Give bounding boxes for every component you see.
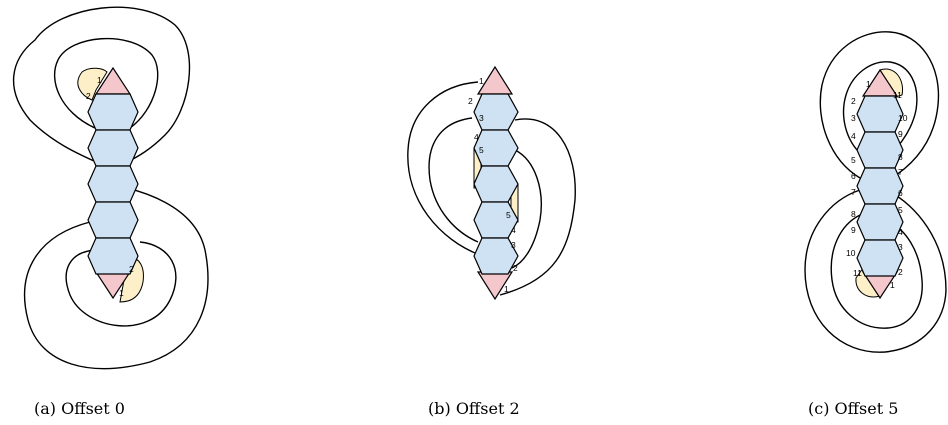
outer-curve-bottom bbox=[23, 184, 209, 370]
vertex-label: 10 bbox=[846, 248, 856, 258]
hexagon bbox=[856, 131, 904, 169]
hexagon bbox=[87, 165, 139, 203]
caption-a: (a) Offset 0 bbox=[34, 399, 125, 418]
vertex-label: 7 bbox=[898, 167, 903, 177]
vertex-label: 4 bbox=[511, 225, 516, 235]
inner-curve-right bbox=[511, 149, 542, 269]
hexagon bbox=[87, 201, 139, 239]
panel-c: 1 2 3 4 5 6 7 8 9 10 11 11 10 9 8 7 6 5 … bbox=[804, 31, 947, 418]
hexagon-chain bbox=[473, 93, 519, 275]
vertex-label: 5 bbox=[898, 205, 903, 215]
vertex-label: 3 bbox=[851, 113, 856, 123]
inner-curve-bottom bbox=[65, 241, 177, 327]
vertex-label: 11 bbox=[853, 268, 862, 278]
vertex-label: 9 bbox=[898, 129, 903, 139]
hexagon bbox=[856, 95, 904, 133]
vertex-label: 4 bbox=[474, 132, 479, 142]
hexagon-chain bbox=[856, 95, 904, 277]
hexagon-chain bbox=[87, 93, 139, 275]
panel-a: 1 2 2 1 (a) Offset 0 bbox=[12, 6, 209, 418]
vertex-label: 6 bbox=[851, 171, 856, 181]
vertex-label: 2 bbox=[86, 91, 91, 101]
vertex-label: 1 bbox=[97, 75, 102, 85]
outer-curve-right bbox=[499, 118, 576, 296]
vertex-label: 9 bbox=[851, 225, 856, 235]
vertex-label: 1 bbox=[890, 280, 895, 290]
hexagon bbox=[87, 93, 139, 131]
caption-b: (b) Offset 2 bbox=[428, 399, 520, 418]
vertex-label: 2 bbox=[851, 96, 856, 106]
vertex-label: 5 bbox=[479, 145, 484, 155]
face-bottom bbox=[119, 257, 144, 303]
hexagon bbox=[473, 93, 519, 131]
outer-curve-top bbox=[12, 6, 191, 171]
panel-b: 1 2 3 4 5 5 4 3 2 1 (b) Offset 2 bbox=[407, 65, 576, 418]
vertex-label: 2 bbox=[129, 264, 134, 274]
vertex-label: 8 bbox=[898, 152, 903, 162]
vertex-label: 1 bbox=[479, 76, 484, 86]
hexagon bbox=[87, 129, 139, 167]
vertex-label: 7 bbox=[851, 187, 856, 197]
hexagon bbox=[87, 237, 139, 275]
face-top bbox=[77, 67, 108, 101]
vertex-label: 6 bbox=[898, 188, 903, 198]
vertex-label: 5 bbox=[506, 210, 511, 220]
inner-curve-left bbox=[428, 117, 479, 243]
vertex-label: 11 bbox=[893, 90, 902, 100]
vertex-label: 10 bbox=[898, 113, 908, 123]
vertex-label: 4 bbox=[851, 131, 856, 141]
vertex-label: 3 bbox=[511, 240, 516, 250]
caption-c: (c) Offset 5 bbox=[808, 399, 898, 418]
hexagon bbox=[856, 239, 904, 277]
outer-curve-bottom bbox=[804, 189, 947, 353]
outer-curve-left bbox=[407, 81, 481, 256]
vertex-label: 1 bbox=[866, 79, 871, 89]
vertex-label: 1 bbox=[504, 284, 509, 294]
hexagon bbox=[473, 165, 519, 203]
vertex-label: 1 bbox=[119, 288, 124, 298]
inner-curve-top bbox=[842, 61, 918, 156]
vertex-label: 2 bbox=[468, 96, 473, 106]
vertex-label: 3 bbox=[479, 113, 484, 123]
hexagon bbox=[856, 167, 904, 205]
hexagon bbox=[473, 237, 519, 275]
outer-curve-top bbox=[819, 31, 940, 183]
vertex-label: 4 bbox=[898, 227, 903, 237]
vertex-label: 3 bbox=[898, 242, 903, 252]
vertex-label: 2 bbox=[898, 267, 903, 277]
vertex-label: 5 bbox=[851, 155, 856, 165]
vertex-label: 2 bbox=[513, 263, 518, 273]
vertex-label: 8 bbox=[851, 209, 856, 219]
inner-curve-bottom bbox=[830, 214, 923, 329]
hexagon bbox=[856, 203, 904, 241]
